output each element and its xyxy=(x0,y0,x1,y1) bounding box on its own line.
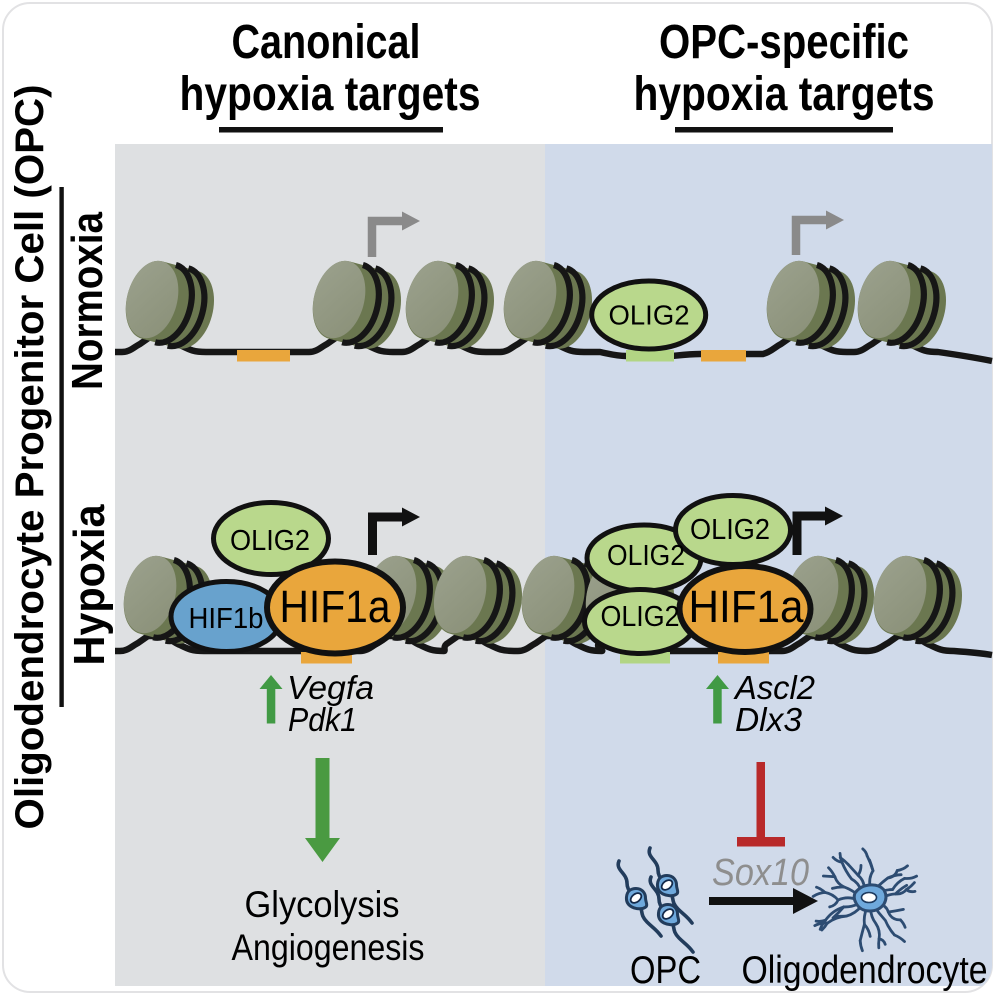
svg-text:Vegfa: Vegfa xyxy=(287,669,374,706)
svg-text:OLIG2: OLIG2 xyxy=(607,540,685,572)
svg-text:OLIG2: OLIG2 xyxy=(609,300,690,331)
svg-text:HIF1a: HIF1a xyxy=(280,581,392,632)
svg-text:Glycolysis: Glycolysis xyxy=(245,884,400,925)
svg-text:Oligodendrocyte: Oligodendrocyte xyxy=(742,949,988,992)
svg-text:hypoxia targets: hypoxia targets xyxy=(634,68,935,121)
svg-text:OLIG2: OLIG2 xyxy=(601,601,680,633)
svg-text:OPC-specific: OPC-specific xyxy=(659,16,909,69)
svg-text:HIF1a: HIF1a xyxy=(689,581,805,632)
svg-text:Canonical: Canonical xyxy=(232,16,421,69)
svg-text:HIF1b: HIF1b xyxy=(189,603,264,635)
svg-text:Hypoxia: Hypoxia xyxy=(65,504,114,665)
svg-text:Pdk1: Pdk1 xyxy=(288,701,357,738)
svg-text:Ascl2: Ascl2 xyxy=(733,669,815,706)
svg-text:hypoxia targets: hypoxia targets xyxy=(180,68,481,121)
svg-text:Dlx3: Dlx3 xyxy=(735,701,803,738)
svg-text:Normoxia: Normoxia xyxy=(63,212,112,390)
svg-text:OLIG2: OLIG2 xyxy=(230,525,310,557)
svg-text:Angiogenesis: Angiogenesis xyxy=(232,927,425,968)
svg-text:Sox10: Sox10 xyxy=(712,852,809,894)
svg-text:OPC: OPC xyxy=(630,949,701,992)
svg-text:Oligodendrocyte Progenitor Cel: Oligodendrocyte Progenitor Cell (OPC) xyxy=(8,84,52,829)
svg-text:OLIG2: OLIG2 xyxy=(690,514,770,546)
